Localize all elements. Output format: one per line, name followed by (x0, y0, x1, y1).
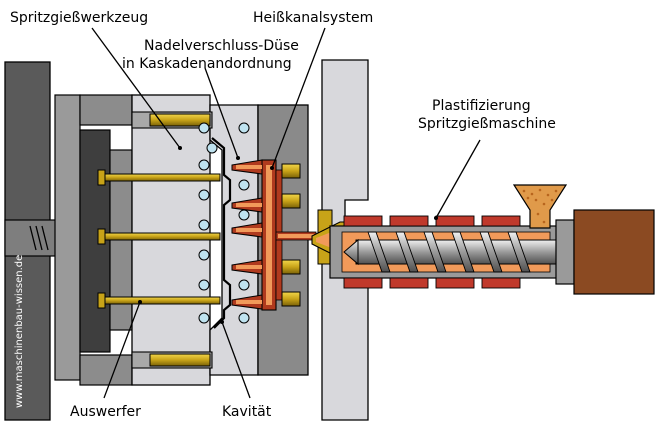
heater-band-top (343, 215, 383, 227)
cooling-channel (198, 312, 210, 324)
screw-flights (367, 231, 531, 273)
actuator-2 (281, 193, 301, 209)
cooling-channels (198, 122, 250, 324)
heater-band-bottom (389, 277, 429, 289)
cooling-channel (198, 189, 210, 201)
label-plast-line1: Plastifizierung (432, 98, 531, 114)
heater-band-bottom (481, 277, 521, 289)
cooling-channel (206, 142, 218, 154)
spacer-block-bottom (79, 354, 133, 386)
actuator-4 (281, 291, 301, 307)
ejector-pins (97, 169, 221, 309)
nozzle-5 (231, 294, 263, 310)
heater-band-bottom (435, 277, 475, 289)
cooling-channel (198, 122, 210, 134)
ejector-pin-3 (101, 296, 221, 305)
screw-tip (343, 238, 359, 266)
guide-bushing-bottom (149, 353, 211, 367)
leader-arrowheads (138, 146, 438, 324)
label-nozzle-line1: Nadelverschluss-Düse (144, 38, 299, 54)
cooling-channel (238, 179, 250, 191)
nozzle-1 (231, 159, 263, 175)
valve-actuators (281, 163, 301, 307)
granulate-dots (522, 188, 558, 224)
heater-band-bottom (343, 277, 383, 289)
guide-bushing-top (149, 113, 211, 127)
ejector-clamping-plate (54, 94, 81, 381)
cooling-channel (198, 219, 210, 231)
heater-band-top (435, 215, 475, 227)
leader-lines (91, 27, 481, 399)
ejector-pin-head-2 (97, 228, 106, 245)
nozzle-3 (231, 222, 263, 238)
cooling-channel (238, 279, 250, 291)
cooling-channel (238, 312, 250, 324)
nozzle-4 (231, 259, 263, 275)
heater-band-top (389, 215, 429, 227)
hot-runner-channel (266, 165, 272, 305)
heater-bands (343, 215, 521, 289)
cavity-part (211, 137, 232, 329)
ejector-spring-icon (29, 225, 49, 251)
label-ejector: Auswerfer (70, 404, 141, 420)
ejector-pin-1 (101, 173, 221, 182)
actuator-1 (281, 163, 301, 179)
ejector-pin-head-1 (97, 169, 106, 186)
watermark: www.maschinenbau-wissen.de (14, 255, 25, 408)
actuator-3 (281, 259, 301, 275)
label-nozzle-line2: in Kaskadenandordnung (122, 56, 292, 72)
ejector-pin-2 (101, 232, 221, 241)
label-mold: Spritzgießwerkzeug (10, 10, 148, 26)
heater-band-top (481, 215, 521, 227)
label-plast-line2: Spritzgießmaschine (418, 116, 556, 132)
drive-housing (555, 219, 575, 285)
nozzle-2 (231, 197, 263, 213)
cooling-channel (238, 122, 250, 134)
drive-motor (573, 209, 655, 295)
label-cavity: Kavität (222, 404, 272, 420)
ejector-pin-head-3 (97, 292, 106, 309)
cooling-channel (238, 209, 250, 221)
valve-gate-nozzles (231, 159, 263, 310)
cooling-channel (198, 159, 210, 171)
label-hot-runner: Heißkanalsystem (253, 10, 373, 26)
spacer-block-top (79, 94, 133, 126)
sprue-melt (278, 234, 314, 238)
cooling-channel (198, 249, 210, 261)
cooling-channel (198, 279, 210, 291)
hopper (512, 184, 568, 229)
